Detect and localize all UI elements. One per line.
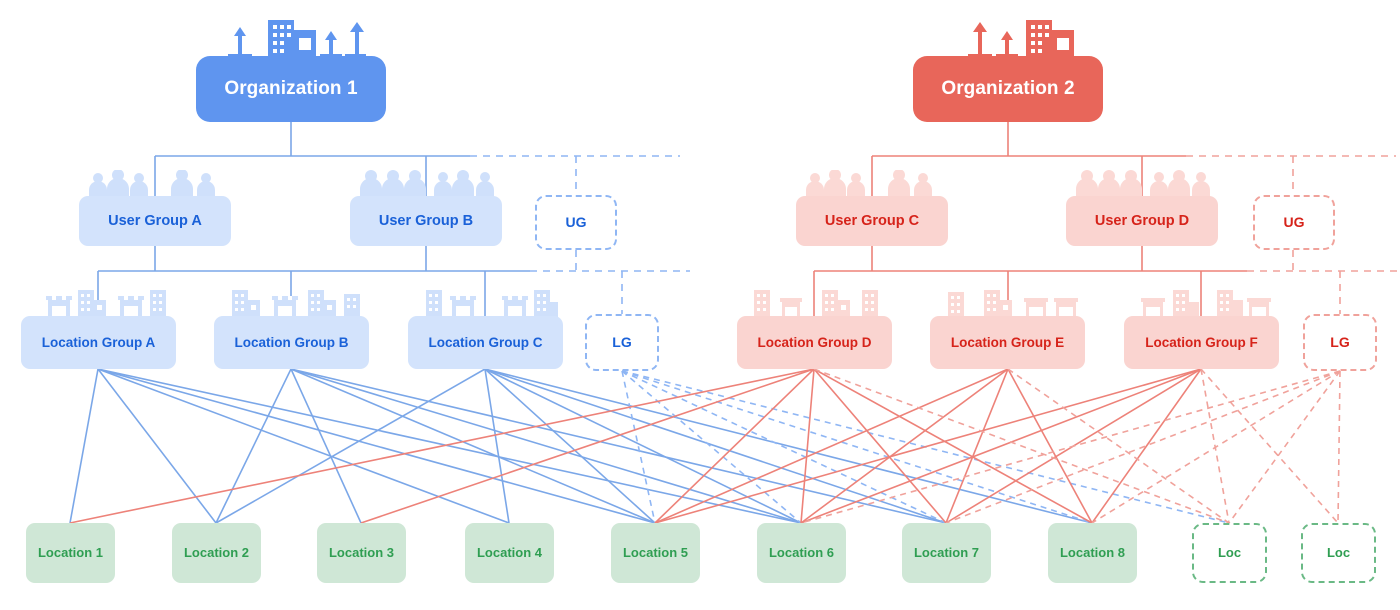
city-trees-icon — [960, 14, 1110, 58]
buildings-icon — [940, 286, 1080, 318]
location-group-node-d[interactable]: Location Group D — [737, 316, 892, 369]
location-group-placeholder-right[interactable]: LG — [1303, 314, 1377, 371]
people-icon — [1073, 170, 1213, 198]
buildings-icon — [30, 286, 170, 318]
user-group-placeholder-right[interactable]: UG — [1253, 195, 1335, 250]
location-node-4[interactable]: Location 4 — [465, 523, 554, 583]
org-node-organization-1[interactable]: Organization 1 — [196, 56, 386, 122]
people-icon — [803, 170, 943, 198]
buildings-icon — [746, 286, 886, 318]
lgc-icon-row — [418, 286, 558, 318]
location-node-7[interactable]: Location 7 — [902, 523, 991, 583]
location-group-placeholder-left[interactable]: LG — [585, 314, 659, 371]
user-group-node-b[interactable]: User Group B — [350, 196, 502, 246]
location-placeholder-1[interactable]: Loc — [1192, 523, 1267, 583]
location-group-node-f[interactable]: Location Group F — [1124, 316, 1279, 369]
location-node-2[interactable]: Location 2 — [172, 523, 261, 583]
location-node-1[interactable]: Location 1 — [26, 523, 115, 583]
people-icon — [86, 170, 226, 198]
uga-icon-row — [86, 170, 226, 198]
lg-to-location-blue — [69, 368, 1093, 524]
people-icon — [357, 170, 497, 198]
lg-to-location-red — [69, 368, 1202, 524]
city-trees-icon — [216, 14, 366, 58]
lgf-icon-row — [1133, 286, 1273, 318]
org-node-organization-2[interactable]: Organization 2 — [913, 56, 1103, 122]
user-group-node-d[interactable]: User Group D — [1066, 196, 1218, 246]
location-node-5[interactable]: Location 5 — [611, 523, 700, 583]
ugc-icon-row — [803, 170, 943, 198]
org1-icon-row — [216, 14, 366, 58]
location-group-node-b[interactable]: Location Group B — [214, 316, 369, 369]
location-placeholder-2[interactable]: Loc — [1301, 523, 1376, 583]
lgd-icon-row — [746, 286, 886, 318]
location-group-node-c[interactable]: Location Group C — [408, 316, 563, 369]
ugd-icon-row — [1073, 170, 1213, 198]
location-node-6[interactable]: Location 6 — [757, 523, 846, 583]
location-node-8[interactable]: Location 8 — [1048, 523, 1137, 583]
lge-icon-row — [940, 286, 1080, 318]
ugb-icon-row — [357, 170, 497, 198]
lg-ghost-to-location-blue — [621, 370, 1230, 524]
location-node-3[interactable]: Location 3 — [317, 523, 406, 583]
user-group-node-c[interactable]: User Group C — [796, 196, 948, 246]
buildings-icon — [224, 286, 364, 318]
org2-icon-row — [960, 14, 1110, 58]
lgb-icon-row — [224, 286, 364, 318]
location-group-node-a[interactable]: Location Group A — [21, 316, 176, 369]
lg-red-to-ghost-location — [800, 368, 1341, 524]
location-group-node-e[interactable]: Location Group E — [930, 316, 1085, 369]
user-group-placeholder-left[interactable]: UG — [535, 195, 617, 250]
user-group-node-a[interactable]: User Group A — [79, 196, 231, 246]
buildings-icon — [418, 286, 558, 318]
buildings-icon — [1133, 286, 1273, 318]
lga-icon-row — [30, 286, 170, 318]
